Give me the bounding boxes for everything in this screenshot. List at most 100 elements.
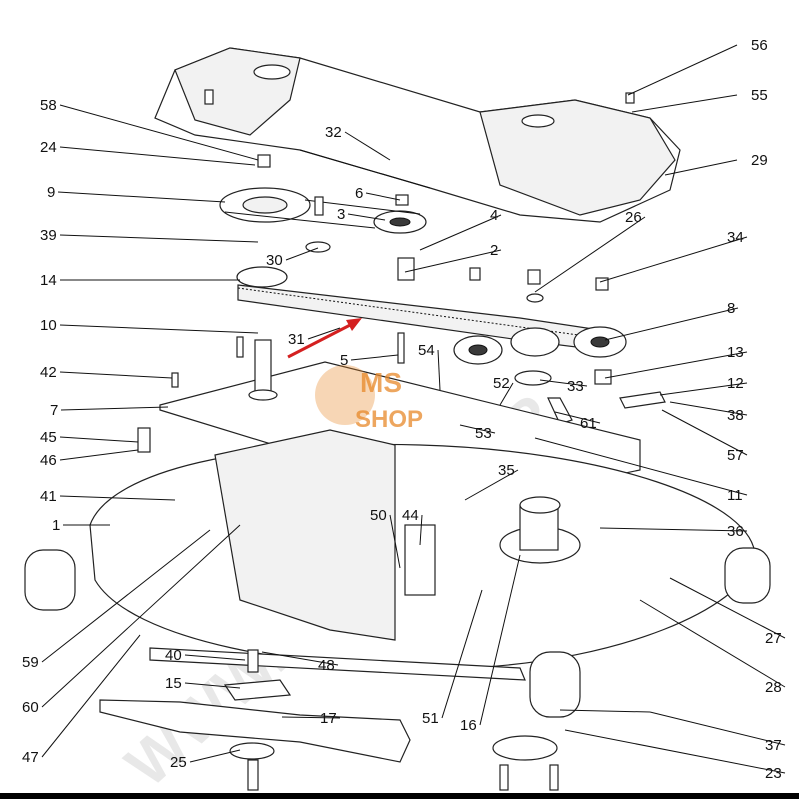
leader-line-36 — [599, 527, 748, 532]
callout-24: 24 — [40, 139, 57, 156]
hardware — [137, 92, 666, 453]
callout-52: 52 — [493, 375, 510, 392]
callout-8: 8 — [727, 300, 735, 317]
callout-14: 14 — [40, 272, 57, 289]
leader-line-40 — [184, 654, 246, 661]
callout-23: 23 — [765, 765, 782, 782]
leader-line-51 — [441, 589, 483, 719]
leader-line-3 — [347, 213, 386, 221]
callout-61: 61 — [580, 415, 597, 432]
leader-lines — [41, 44, 786, 774]
red-arrow — [287, 318, 362, 359]
leader-line-23 — [564, 729, 786, 774]
leader-line-52 — [499, 382, 514, 406]
leader-line-31 — [307, 327, 341, 340]
pulleys-belt — [219, 187, 627, 365]
leader-line-58 — [59, 104, 259, 161]
callout-47: 47 — [22, 749, 39, 766]
callout-29: 29 — [751, 152, 768, 169]
blade-assembly — [99, 649, 651, 791]
callout-9: 9 — [47, 184, 55, 201]
callout-16: 16 — [460, 717, 477, 734]
callout-12: 12 — [727, 375, 744, 392]
callout-27: 27 — [765, 630, 782, 647]
leader-line-44 — [419, 514, 423, 546]
leader-line-27 — [669, 577, 786, 639]
leader-line-47 — [41, 634, 141, 758]
callout-31: 31 — [288, 331, 305, 348]
leader-line-53 — [459, 424, 496, 434]
callout-59: 59 — [22, 654, 39, 671]
leader-line-57 — [661, 409, 748, 456]
leader-line-30 — [285, 247, 319, 261]
callout-42: 42 — [40, 364, 57, 381]
leader-line-39 — [59, 234, 259, 243]
leader-line-42 — [59, 371, 173, 379]
callout-37: 37 — [765, 737, 782, 754]
callout-2: 2 — [490, 242, 498, 259]
leader-line-9 — [57, 191, 226, 203]
callout-56: 56 — [751, 37, 768, 54]
callout-36: 36 — [727, 523, 744, 540]
leader-line-45 — [59, 436, 139, 443]
callout-10: 10 — [40, 317, 57, 334]
svg-text:MS: MS — [360, 367, 402, 398]
leader-line-2 — [404, 249, 502, 273]
callout-13: 13 — [727, 344, 744, 361]
leader-line-12 — [659, 382, 748, 396]
leader-line-33 — [539, 379, 588, 387]
callout-58: 58 — [40, 97, 57, 114]
callout-54: 54 — [418, 342, 435, 359]
callout-45: 45 — [40, 429, 57, 446]
callout-11: 11 — [727, 487, 743, 504]
callout-6: 6 — [355, 185, 363, 202]
leader-line-41 — [59, 495, 176, 501]
leader-line-54 — [437, 349, 441, 391]
callout-4: 4 — [490, 207, 498, 224]
leader-line-29 — [664, 159, 738, 176]
msshop-logo: MS SHOP — [315, 365, 423, 433]
callout-32: 32 — [325, 124, 342, 141]
svg-text:SHOP: SHOP — [355, 406, 423, 433]
callout-30: 30 — [266, 252, 283, 269]
top-cover — [154, 47, 681, 223]
bottom-bar — [0, 793, 799, 799]
callout-40: 40 — [165, 647, 182, 664]
leader-line-37 — [649, 711, 786, 746]
leader-line-7 — [60, 406, 169, 411]
callout-3: 3 — [337, 206, 345, 223]
leader-line-50 — [389, 514, 401, 569]
leader-line-59 — [41, 529, 211, 663]
leader-line-6 — [365, 192, 401, 201]
leader-line-4 — [419, 214, 502, 251]
callout-34: 34 — [727, 229, 744, 246]
leader-line-48 — [261, 651, 339, 666]
callout-25: 25 — [170, 754, 187, 771]
callout-35: 35 — [498, 462, 515, 479]
leader-line-55 — [631, 94, 738, 113]
callout-38: 38 — [727, 407, 744, 424]
callout-33: 33 — [567, 378, 584, 395]
callout-55: 55 — [751, 87, 768, 104]
callout-41: 41 — [40, 488, 57, 505]
leader-line-56 — [627, 44, 738, 96]
callout-28: 28 — [765, 679, 782, 696]
callout-39: 39 — [40, 227, 57, 244]
leader-line-11 — [534, 437, 748, 496]
leader-line-61 — [554, 411, 601, 424]
leader-line-26 — [534, 216, 646, 293]
callout-1: 1 — [52, 517, 60, 534]
callout-17: 17 — [320, 710, 337, 727]
leader-line-34 — [599, 236, 748, 283]
leader-line-10 — [59, 324, 259, 334]
leader-line-60 — [41, 524, 241, 708]
callout-51: 51 — [422, 710, 439, 727]
callout-57: 57 — [727, 447, 744, 464]
leader-line-25 — [189, 749, 241, 763]
callout-48: 48 — [318, 657, 335, 674]
leader-line-24 — [59, 146, 256, 166]
callout-53: 53 — [475, 425, 492, 442]
